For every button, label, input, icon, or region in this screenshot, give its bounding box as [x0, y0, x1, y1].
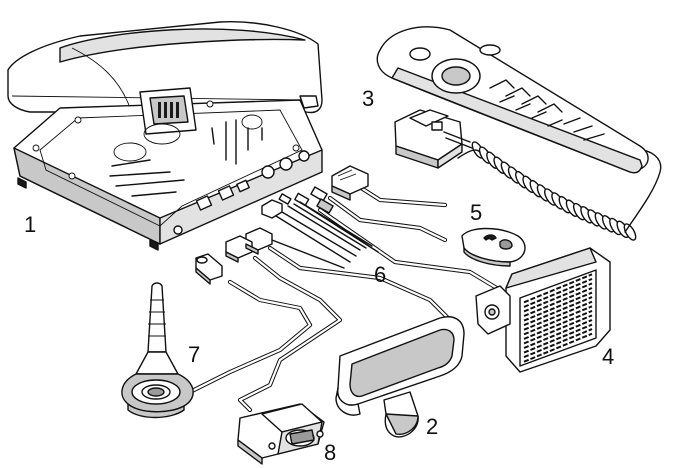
label-marks: [109, 119, 263, 197]
callout-labels: 1 2 3 4 5 6 7 8: [24, 86, 614, 465]
microphone: [461, 227, 526, 267]
main-unit: [7, 21, 323, 251]
rj-plug-top: [331, 165, 369, 201]
grille-slot: [523, 300, 593, 331]
label-1: 1: [24, 212, 36, 237]
grille-slot: [523, 309, 593, 340]
serial-connector: [237, 403, 325, 465]
grille-slot: [523, 273, 593, 304]
cables: [187, 141, 662, 413]
grille-slot: [523, 323, 593, 354]
label-4: 4: [602, 344, 614, 369]
label-3: 3: [362, 86, 374, 111]
grille-slot: [523, 277, 593, 308]
grille-slot: [523, 319, 593, 349]
label-2: 2: [426, 414, 438, 439]
coil-cord: [471, 141, 637, 241]
grille-slot: [523, 287, 593, 317]
connector-bundle: [225, 186, 379, 269]
grille-slot: [523, 282, 593, 313]
keypad: [489, 79, 605, 141]
grille-slot: [523, 305, 593, 336]
handset-cradle: [394, 109, 473, 169]
label-5: 5: [470, 200, 482, 225]
handset: [376, 26, 649, 174]
label-7: 7: [188, 342, 200, 367]
label-6: 6: [374, 262, 386, 287]
grille-slot: [523, 328, 593, 359]
label-8: 8: [324, 440, 336, 465]
speaker-grille: [523, 273, 593, 363]
antenna-plug: [195, 253, 223, 285]
grille-slot: [523, 296, 593, 327]
grille-slot: [523, 332, 593, 363]
grille-slot: [523, 291, 593, 322]
antenna: [121, 282, 194, 419]
speaker: [475, 247, 611, 373]
grille-slot: [523, 314, 593, 345]
display-unit: [335, 316, 465, 438]
